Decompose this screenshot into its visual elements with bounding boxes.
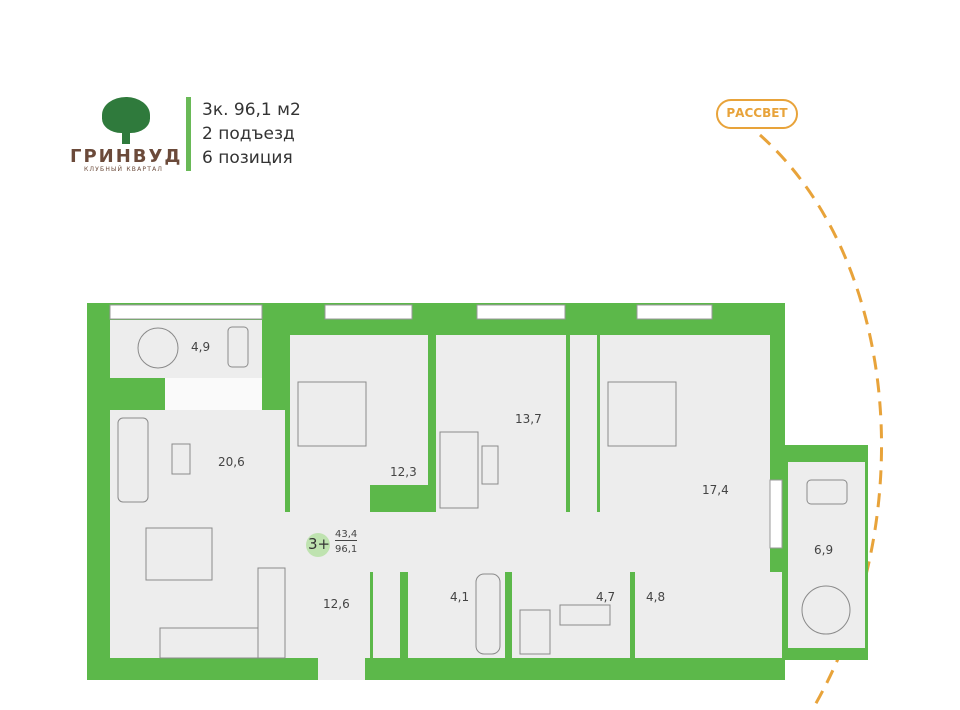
logo-name: ГРИНВУД bbox=[70, 146, 183, 167]
area-bedroom-2: 13,7 bbox=[515, 412, 542, 426]
living-room bbox=[110, 410, 285, 658]
bathroom-1 bbox=[408, 572, 505, 658]
header-divider bbox=[186, 97, 191, 171]
room-floors bbox=[110, 320, 865, 680]
area-living: 20,6 bbox=[218, 455, 245, 469]
logo-tree-icon bbox=[102, 97, 150, 133]
sunrise-direction-arc bbox=[758, 133, 884, 706]
furniture bbox=[117, 326, 851, 659]
windows bbox=[109, 304, 783, 549]
room-count-badge bbox=[306, 533, 330, 557]
wardrobe bbox=[635, 572, 782, 658]
room-count: 3+ bbox=[308, 535, 331, 553]
closet-small bbox=[373, 572, 400, 658]
area-balcony-right: 6,9 bbox=[814, 543, 834, 557]
closet-col bbox=[570, 335, 597, 512]
area-bedroom-1: 12,3 bbox=[390, 465, 417, 479]
area-bedroom-3: 17,4 bbox=[702, 483, 729, 497]
area-hall: 12,6 bbox=[323, 597, 350, 611]
bedroom-2 bbox=[436, 335, 566, 512]
bathroom-2 bbox=[512, 572, 630, 658]
bedroom-1 bbox=[290, 335, 428, 485]
apartment-size: 3к. 96,1 м2 bbox=[202, 100, 301, 120]
entrance: 2 подъезд bbox=[202, 124, 295, 144]
logo-trunk bbox=[122, 128, 130, 144]
balcony-top bbox=[110, 320, 262, 378]
living-area: 43,4 bbox=[335, 529, 358, 541]
area-bath-1: 4,1 bbox=[450, 590, 470, 604]
area-bath-2: 4,7 bbox=[596, 590, 616, 604]
position: 6 позиция bbox=[202, 148, 293, 168]
sunrise-label: РАССВЕТ bbox=[716, 99, 798, 129]
balcony-right bbox=[788, 462, 865, 648]
apartment-info: 3к. 96,1 м2 2 подъезд 6 позиция bbox=[202, 98, 301, 170]
logo-tagline: КЛУБНЫЙ КВАРТАЛ bbox=[84, 166, 164, 173]
area-wardrobe: 4,8 bbox=[646, 590, 666, 604]
area-balcony-top: 4,9 bbox=[191, 340, 211, 354]
total-area: 96,1 bbox=[335, 544, 358, 555]
bedroom-3 bbox=[600, 335, 770, 550]
